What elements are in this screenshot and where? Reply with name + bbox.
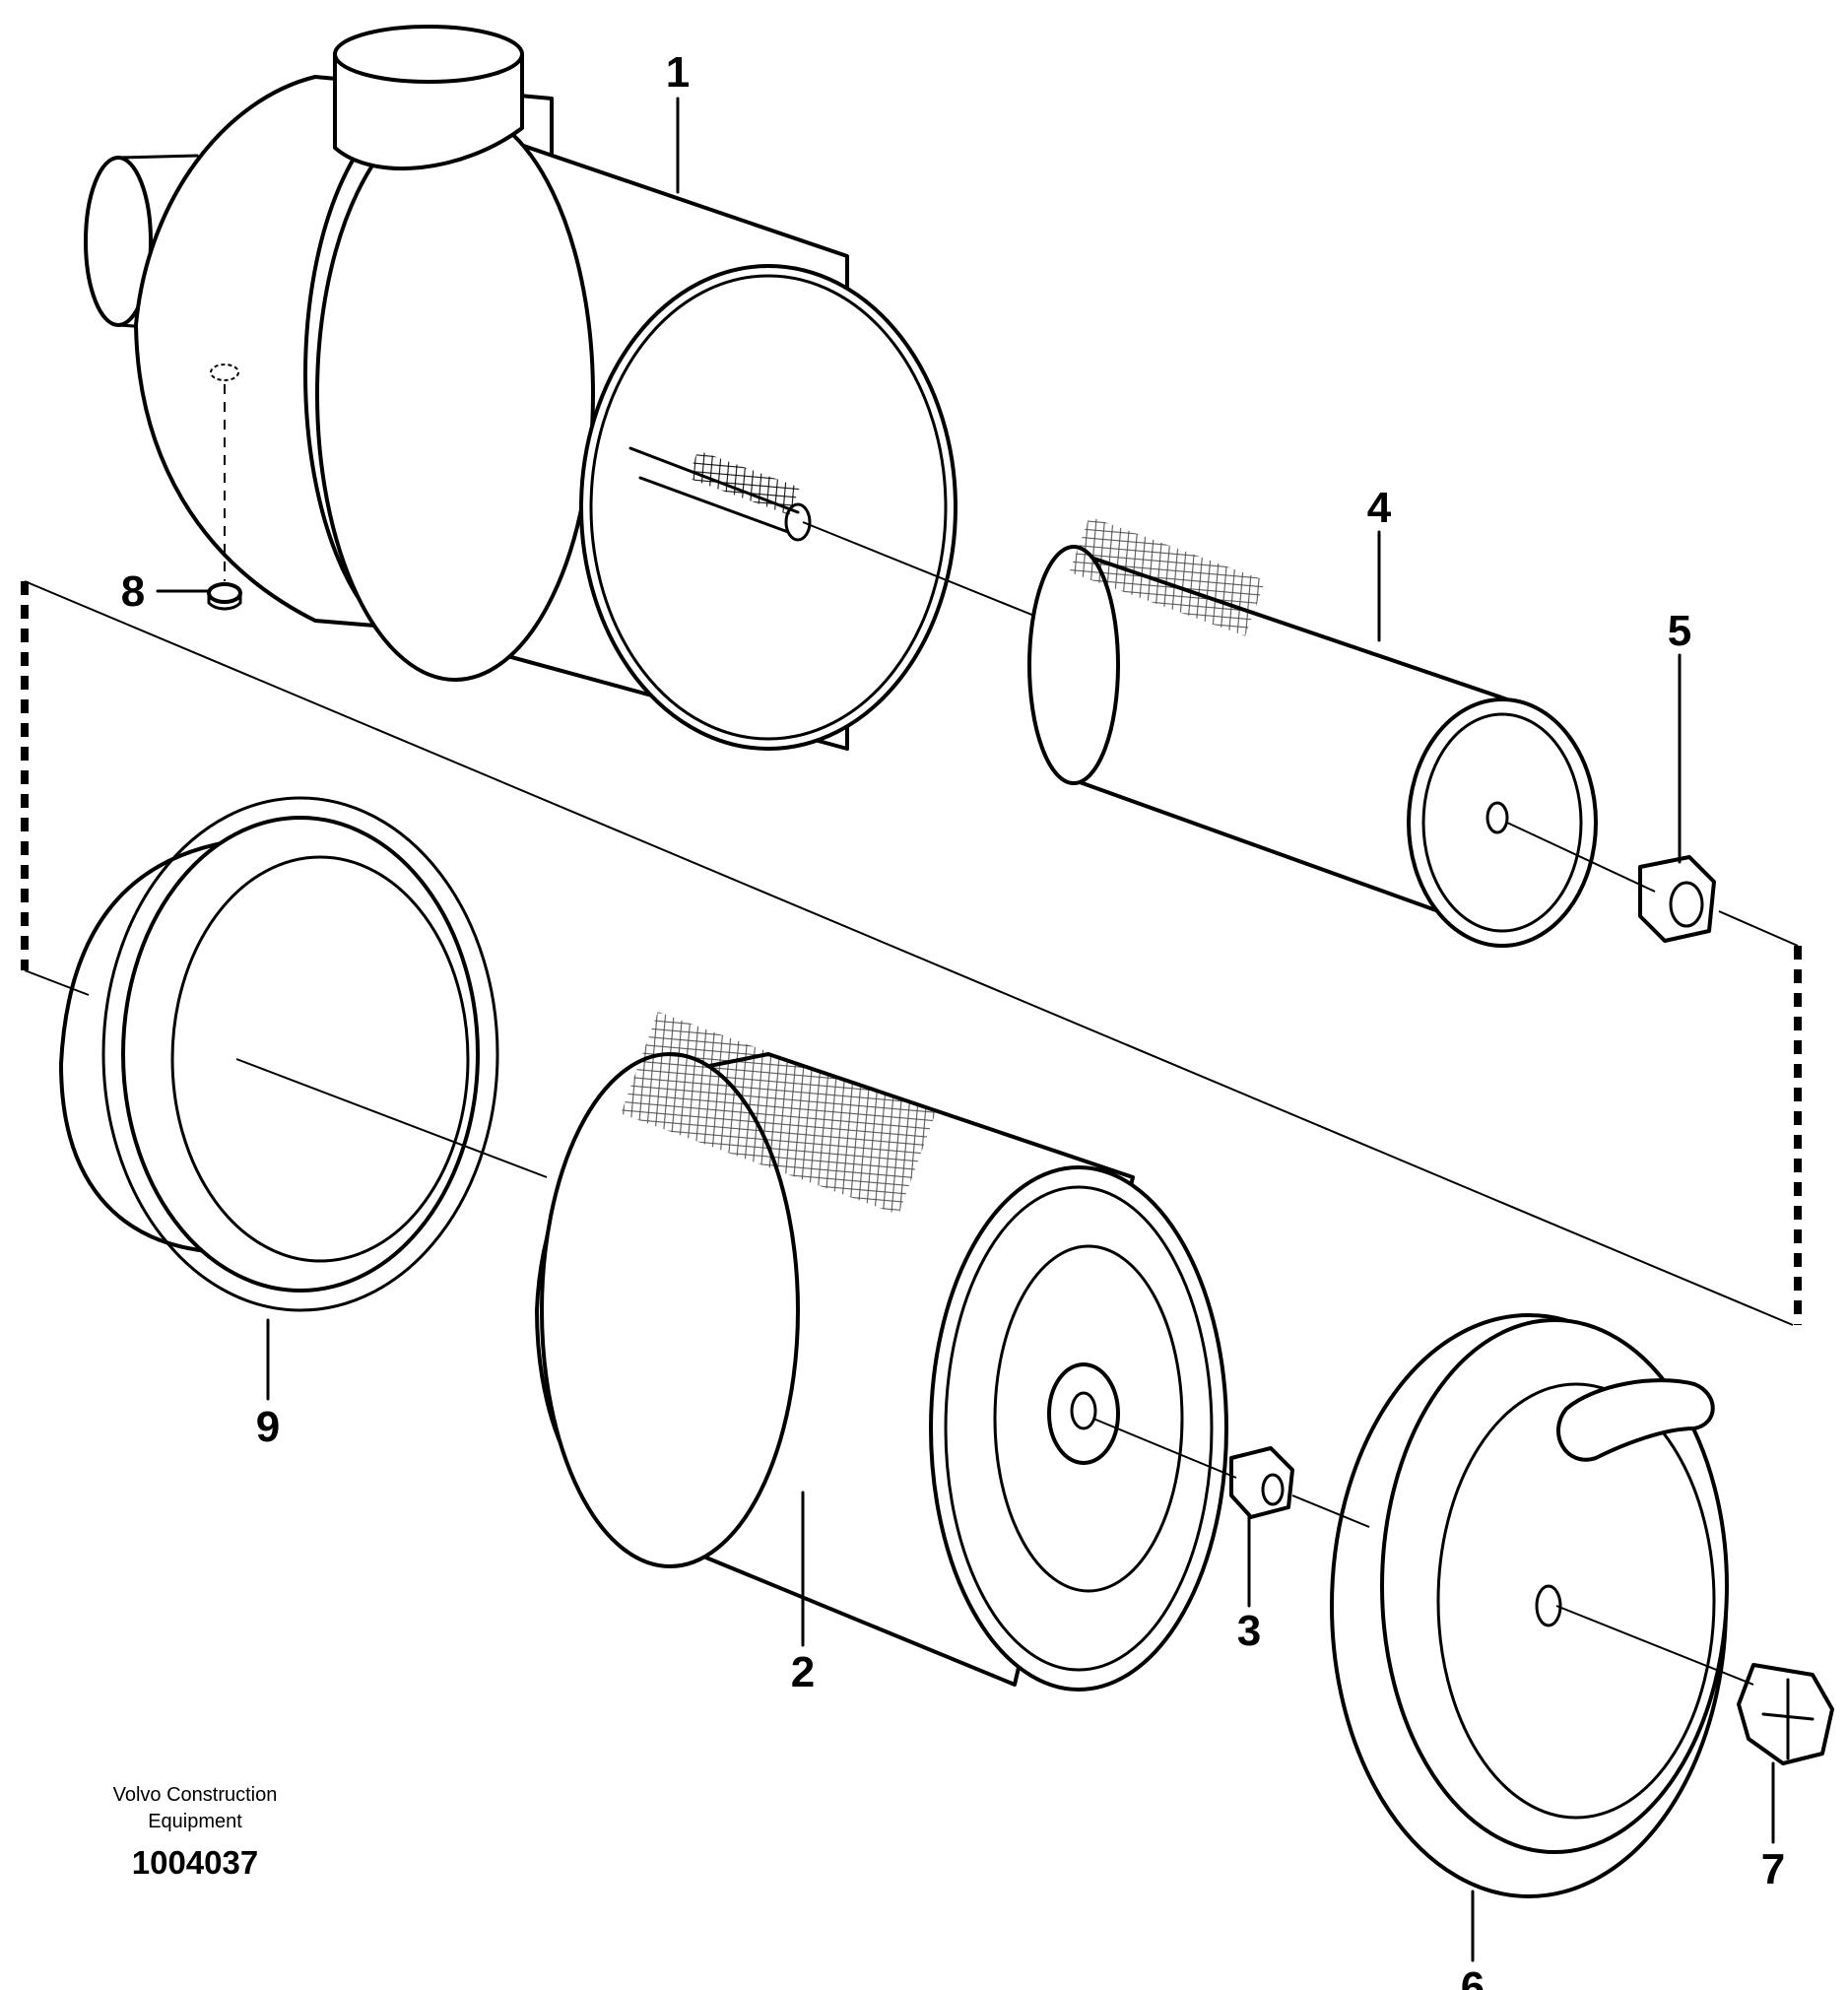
end-cover [1330, 1313, 1729, 1898]
callout-3: 3 [1237, 1607, 1261, 1655]
callout-6: 6 [1461, 1963, 1485, 1990]
callout-9: 9 [256, 1403, 280, 1451]
callout-4: 4 [1367, 484, 1392, 532]
callout-5: 5 [1668, 607, 1691, 655]
drain-valve [207, 364, 242, 611]
callout-1: 1 [666, 48, 690, 97]
hex-nut-3 [1229, 1446, 1294, 1519]
callout-2: 2 [791, 1648, 815, 1696]
callout-8: 8 [121, 567, 145, 616]
pre-cleaner-ring [59, 796, 499, 1312]
leader-lines [156, 97, 1775, 1962]
callout-labels: 1 2 3 4 5 6 7 8 9 [121, 48, 1785, 1990]
assembly-frame-markers [21, 581, 1802, 1325]
assembly-guide-lines [24, 521, 1799, 1686]
wing-nut [1737, 1663, 1834, 1765]
credit-line-1: Volvo Construction [113, 1784, 278, 1806]
hex-nut-5 [1638, 855, 1716, 943]
credit-block: Volvo Construction Equipment 1004037 [113, 1784, 278, 1881]
filter-housing [84, 25, 957, 751]
primary-filter-element [535, 1012, 1228, 1692]
document-number: 1004037 [132, 1844, 258, 1881]
callout-7: 7 [1761, 1845, 1785, 1893]
safety-filter-element [1027, 516, 1598, 948]
credit-line-2: Equipment [148, 1811, 242, 1832]
